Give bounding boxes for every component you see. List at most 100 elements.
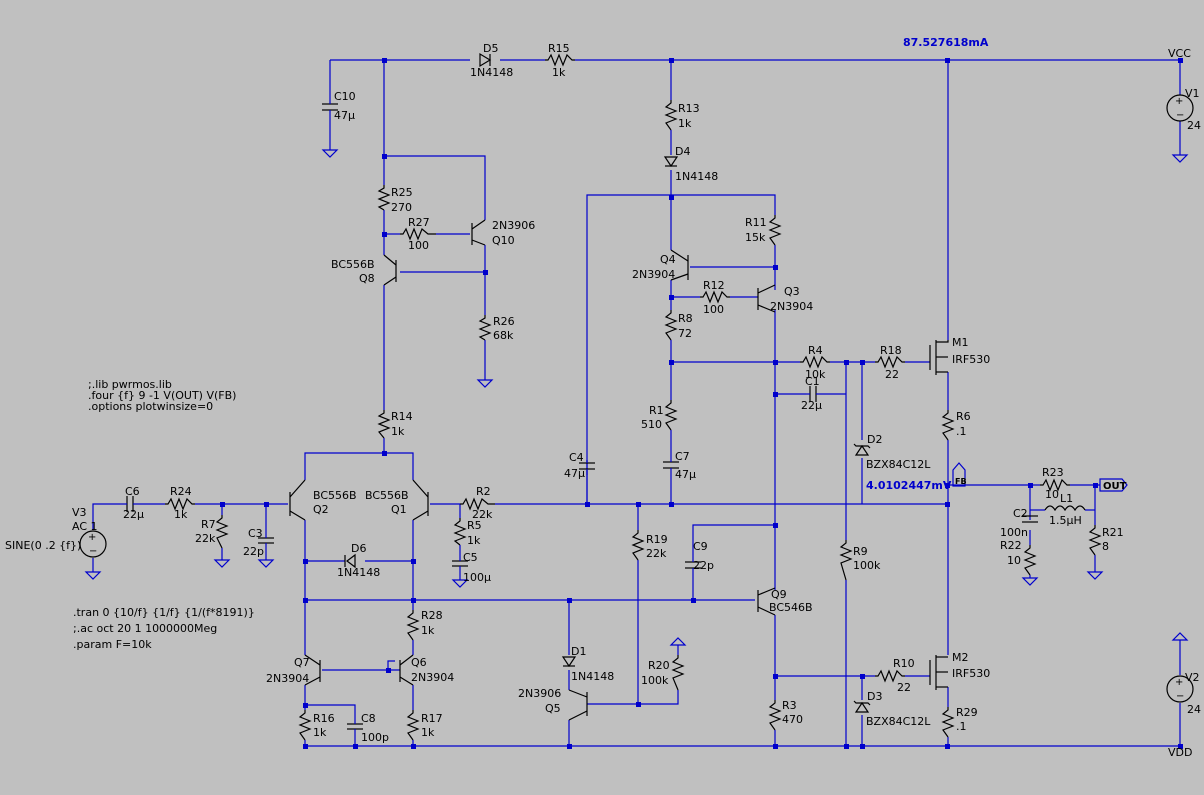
diode-value[interactable]: 1N4148 <box>571 670 614 683</box>
resistor-label[interactable]: R9 <box>853 545 868 558</box>
diode-label[interactable]: D2 <box>867 433 882 446</box>
diode-label[interactable]: D6 <box>351 542 366 555</box>
resistor-label[interactable]: R18 <box>880 344 902 357</box>
source-value[interactable]: SINE(0 .2 {f}) <box>5 539 81 552</box>
resistor-label[interactable]: R4 <box>808 344 823 357</box>
capacitor-value[interactable]: 100p <box>361 731 389 744</box>
capacitor-label[interactable]: C4 <box>569 451 584 464</box>
capacitor-value[interactable]: 100n <box>1000 526 1028 539</box>
capacitor-label[interactable]: C1 <box>805 375 820 388</box>
diode-value[interactable]: 1N4148 <box>337 566 380 579</box>
transistor-value[interactable]: 2N3906 <box>492 219 535 232</box>
resistor-value[interactable]: 15k <box>745 231 766 244</box>
diode-value[interactable]: 1N4148 <box>470 66 513 79</box>
resistor-value[interactable]: 1k <box>678 117 692 130</box>
resistor-value[interactable]: 100k <box>641 674 669 687</box>
transistor-label[interactable]: Q4 <box>660 253 676 266</box>
capacitor-value[interactable]: 22µ <box>123 508 144 521</box>
diode-value[interactable]: 1N4148 <box>675 170 718 183</box>
resistor-label[interactable]: R19 <box>646 533 668 546</box>
diode-label[interactable]: D1 <box>571 645 586 658</box>
resistor-label[interactable]: R10 <box>893 657 915 670</box>
capacitor-value[interactable]: 100µ <box>463 571 491 584</box>
transistor-value[interactable]: IRF530 <box>952 353 990 366</box>
resistor-label[interactable]: R2 <box>476 485 491 498</box>
resistor-label[interactable]: R11 <box>745 216 767 229</box>
resistor-value[interactable]: 1k <box>421 624 435 637</box>
diode-label[interactable]: D3 <box>867 690 882 703</box>
capacitor-label[interactable]: C3 <box>248 527 263 540</box>
resistor-label[interactable]: R17 <box>421 712 443 725</box>
capacitor-value[interactable]: 47µ <box>564 467 585 480</box>
capacitor-label[interactable]: C5 <box>463 551 478 564</box>
directive-param[interactable]: .param F=10k <box>73 638 152 651</box>
resistor-value[interactable]: .1 <box>956 425 967 438</box>
transistor-value[interactable]: 2N3906 <box>518 687 561 700</box>
resistor-value[interactable]: 22k <box>646 547 667 560</box>
diode-value[interactable]: BZX84C12L <box>866 458 931 471</box>
directive-tran[interactable]: .tran 0 {10/f} {1/f} {1/(f*8191)} <box>73 606 255 619</box>
resistor-label[interactable]: R27 <box>408 216 430 229</box>
transistor-value[interactable]: BC556B <box>365 489 409 502</box>
transistor-label[interactable]: Q7 <box>294 656 310 669</box>
resistor-label[interactable]: R5 <box>467 519 482 532</box>
resistor-label[interactable]: R1 <box>649 404 664 417</box>
inductor-label[interactable]: L1 <box>1060 492 1073 505</box>
resistor-value[interactable]: 22k <box>472 508 493 521</box>
resistor-value[interactable]: 10k <box>805 368 826 381</box>
directive-options[interactable]: .options plotwinsize=0 <box>88 400 213 413</box>
resistor-value[interactable]: 8 <box>1102 540 1109 553</box>
resistor-label[interactable]: R3 <box>782 699 797 712</box>
resistor-value[interactable]: 1k <box>421 726 435 739</box>
resistor-value[interactable]: 1k <box>391 425 405 438</box>
resistor-label[interactable]: R6 <box>956 410 971 423</box>
resistor-value[interactable]: 100 <box>703 303 724 316</box>
resistor-value[interactable]: 10 <box>1007 554 1021 567</box>
resistor-label[interactable]: R12 <box>703 279 725 292</box>
transistor-label[interactable]: Q9 <box>771 588 787 601</box>
transistor-label[interactable]: Q2 <box>313 503 329 516</box>
capacitor-value[interactable]: 47µ <box>334 109 355 122</box>
transistor-value[interactable]: 2N3904 <box>266 672 309 685</box>
resistor-value[interactable]: 510 <box>641 418 662 431</box>
resistor-label[interactable]: R25 <box>391 186 413 199</box>
transistor-value[interactable]: 2N3904 <box>411 671 454 684</box>
capacitor-label[interactable]: C2 <box>1013 507 1028 520</box>
resistor-value[interactable]: 1k <box>552 66 566 79</box>
directive-lib[interactable]: ;.lib pwrmos.lib <box>88 378 172 391</box>
resistor-value[interactable]: 100k <box>853 559 881 572</box>
resistor-value[interactable]: 270 <box>391 201 412 214</box>
resistor-label[interactable]: R24 <box>170 485 192 498</box>
source-label[interactable]: V2 <box>1185 671 1200 684</box>
resistor-label[interactable]: R15 <box>548 42 570 55</box>
resistor-value[interactable]: 72 <box>678 327 692 340</box>
transistor-value[interactable]: 2N3904 <box>770 300 813 313</box>
diode-label[interactable]: D5 <box>483 42 498 55</box>
resistor-label[interactable]: R28 <box>421 609 443 622</box>
inductor-value[interactable]: 1.5µH <box>1049 514 1082 527</box>
transistor-value[interactable]: BC556B <box>331 258 375 271</box>
resistor-value[interactable]: 22 <box>897 681 911 694</box>
transistor-label[interactable]: Q1 <box>391 503 407 516</box>
transistor-value[interactable]: BC556B <box>313 489 357 502</box>
resistor-value[interactable]: 22 <box>885 368 899 381</box>
resistor-label[interactable]: R14 <box>391 410 413 423</box>
source-label[interactable]: V1 <box>1185 87 1200 100</box>
transistor-label[interactable]: M2 <box>952 651 969 664</box>
resistor-value[interactable]: 68k <box>493 329 514 342</box>
capacitor-label[interactable]: C9 <box>693 540 708 553</box>
source-label[interactable]: V3 <box>72 506 87 519</box>
capacitor-label[interactable]: C6 <box>125 485 140 498</box>
capacitor-value[interactable]: 22p <box>693 559 714 572</box>
directive-four[interactable]: .four {f} 9 -1 V(OUT) V(FB) <box>88 389 236 402</box>
resistor-label[interactable]: R26 <box>493 315 515 328</box>
directive-ac[interactable]: ;.ac oct 20 1 1000000Meg <box>73 622 217 635</box>
source-value[interactable]: 24 <box>1187 703 1201 716</box>
resistor-value[interactable]: 1k <box>174 508 188 521</box>
resistor-label[interactable]: R21 <box>1102 526 1124 539</box>
transistor-value[interactable]: 2N3904 <box>632 268 675 281</box>
resistor-label[interactable]: R29 <box>956 706 978 719</box>
resistor-value[interactable]: .1 <box>956 720 967 733</box>
resistor-value[interactable]: 470 <box>782 713 803 726</box>
